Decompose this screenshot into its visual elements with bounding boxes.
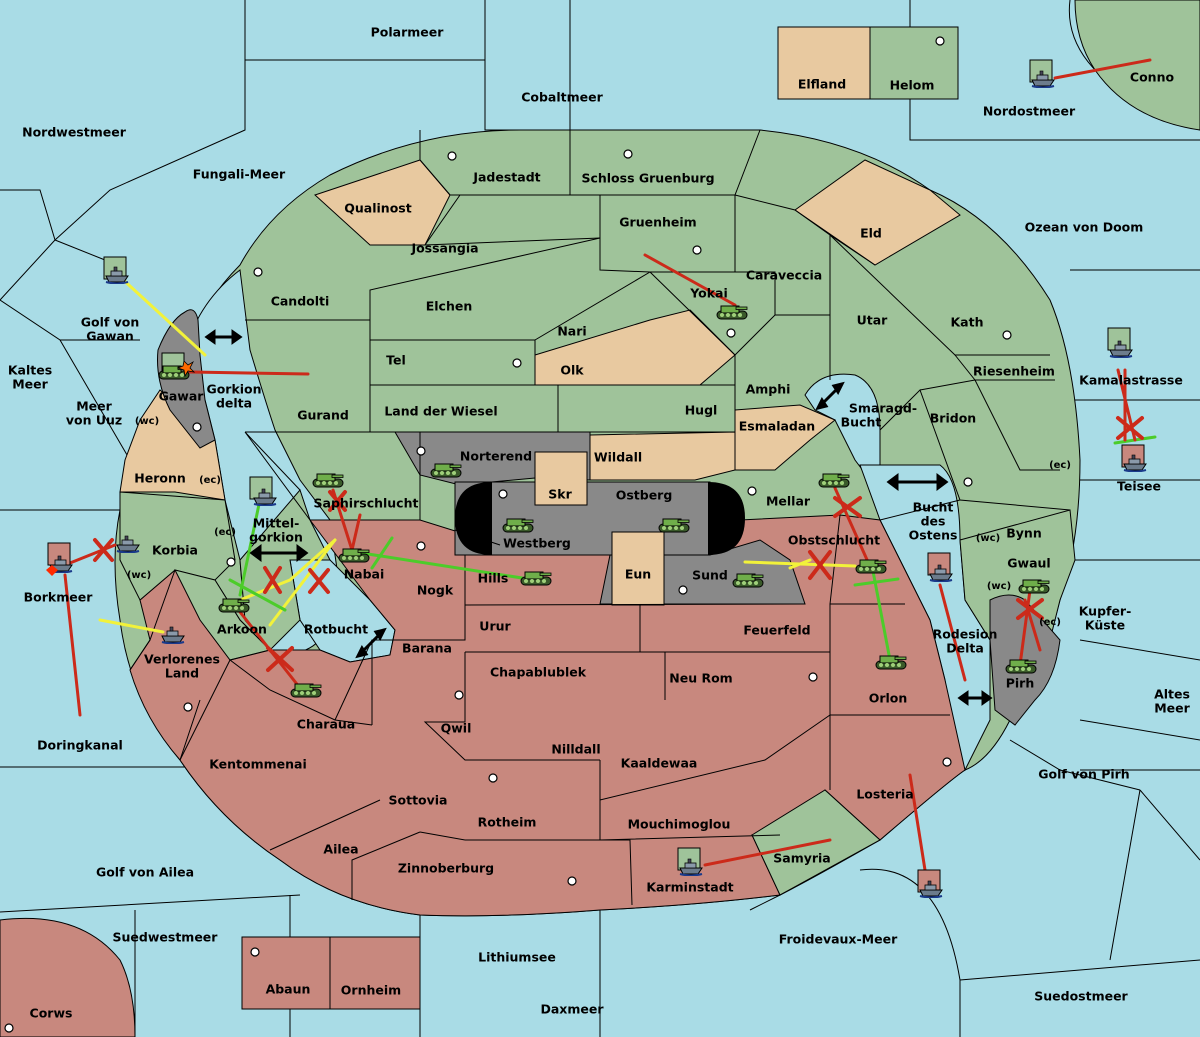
label-suedostmeer: Suedostmeer: [1034, 989, 1128, 1004]
supply-center-icon: [808, 672, 818, 682]
label-kupfer-kueste: Kupfer-: [1079, 604, 1132, 619]
territory-skr: [534, 451, 588, 506]
label-kupfer-kueste-2: Küste: [1085, 618, 1125, 633]
units: [46, 59, 1147, 898]
territory-corws: [0, 917, 136, 1037]
label-altes-meer: Altes: [1154, 687, 1190, 702]
army-icon: [430, 463, 462, 478]
supply-center-icon: [623, 149, 633, 159]
dislodged-icon: [176, 360, 196, 378]
supply-center-icon: [250, 947, 260, 957]
label-ozean-von-doom: Ozean von Doom: [1025, 220, 1144, 235]
label-cobaltmeer: Cobaltmeer: [521, 90, 603, 105]
label-fungali-meer: Fungali-Meer: [193, 167, 286, 182]
supply-center-icon: [447, 151, 457, 161]
center-endcap-left: [455, 482, 492, 555]
supply-center-icon: [454, 690, 464, 700]
dislodged-icon: [46, 565, 58, 576]
label-suedwestmeer: Suedwestmeer: [113, 930, 219, 945]
supply-center-icon: [183, 702, 193, 712]
supply-center-icon: [1002, 330, 1012, 340]
territory-conno: [1074, 0, 1200, 131]
label-golf-von-gawan-2: Gawan: [86, 329, 134, 344]
label-meer-von-uuz-2: von Uuz: [66, 413, 122, 428]
label-polarmeer: Polarmeer: [371, 25, 445, 40]
army-icon: [658, 518, 690, 533]
label-nordostmeer: Nordostmeer: [983, 104, 1076, 119]
label-kaltes-meer: Kaltes: [8, 363, 52, 378]
supply-center-icon: [747, 486, 757, 496]
label-kaltes-meer-2: Meer: [12, 377, 48, 392]
label-golf-von-pirh: Golf von Pirh: [1038, 767, 1129, 782]
label-meer-von-uuz: Meer: [76, 399, 112, 414]
army-icon: [312, 473, 344, 488]
supply-centers: [183, 36, 1012, 957]
army-icon: [502, 518, 534, 533]
label-borkmeer: Borkmeer: [24, 590, 94, 605]
army-icon: [218, 598, 250, 613]
territory-ornheim: [329, 936, 421, 1010]
territory-heronn: [119, 389, 226, 501]
supply-center-icon: [488, 773, 498, 783]
army-icon: [520, 571, 552, 586]
supply-center-icon: [512, 358, 522, 368]
supply-center-icon: [692, 245, 702, 255]
army-icon: [1018, 579, 1050, 594]
army-icon: [338, 548, 370, 563]
label-kamalastrasse: Kamalastrasse: [1079, 373, 1183, 388]
army-icon: [290, 683, 322, 698]
army-icon: [732, 573, 764, 588]
supply-center-icon: [192, 422, 202, 432]
supply-center-icon: [678, 585, 688, 595]
label-golf-von-gawan: Golf von: [81, 315, 140, 330]
territory-wildall: [589, 431, 736, 481]
supply-center-icon: [253, 267, 263, 277]
label-teisee: Teisee: [1117, 479, 1161, 494]
label-doringkanal: Doringkanal: [37, 738, 123, 753]
label-daxmeer: Daxmeer: [540, 1002, 604, 1017]
territory-qualinost: [314, 159, 451, 246]
supply-center-icon: [963, 477, 973, 487]
label-golf-von-ailea: Golf von Ailea: [96, 865, 194, 880]
supply-center-icon: [226, 557, 236, 567]
army-icon: [818, 473, 850, 488]
territory-borders: [129, 129, 1071, 906]
supply-center-icon: [498, 489, 508, 499]
supply-center-icon: [416, 541, 426, 551]
army-icon: [716, 305, 748, 320]
territory-helom: [869, 26, 959, 100]
orders: [63, 58, 1157, 872]
army-icon: [855, 559, 887, 574]
supply-center-icon: [942, 757, 952, 767]
territory-red-south: [129, 514, 966, 917]
center-endcap-right: [708, 482, 745, 555]
territory-eun: [611, 531, 665, 606]
army-icon: [875, 655, 907, 670]
territory-elfland: [777, 26, 871, 100]
supply-center-icon: [726, 328, 736, 338]
label-lithiumsee: Lithiumsee: [478, 950, 556, 965]
label-froidevaux-meer: Froidevaux-Meer: [779, 932, 898, 947]
supply-center-icon: [567, 876, 577, 886]
supply-center-icon: [4, 1023, 14, 1033]
label-altes-meer-2: Meer: [1154, 701, 1190, 716]
supply-center-icon: [935, 36, 945, 46]
label-nordwestmeer: Nordwestmeer: [22, 125, 127, 140]
supply-center-icon: [416, 446, 426, 456]
army-icon: [1005, 659, 1037, 674]
